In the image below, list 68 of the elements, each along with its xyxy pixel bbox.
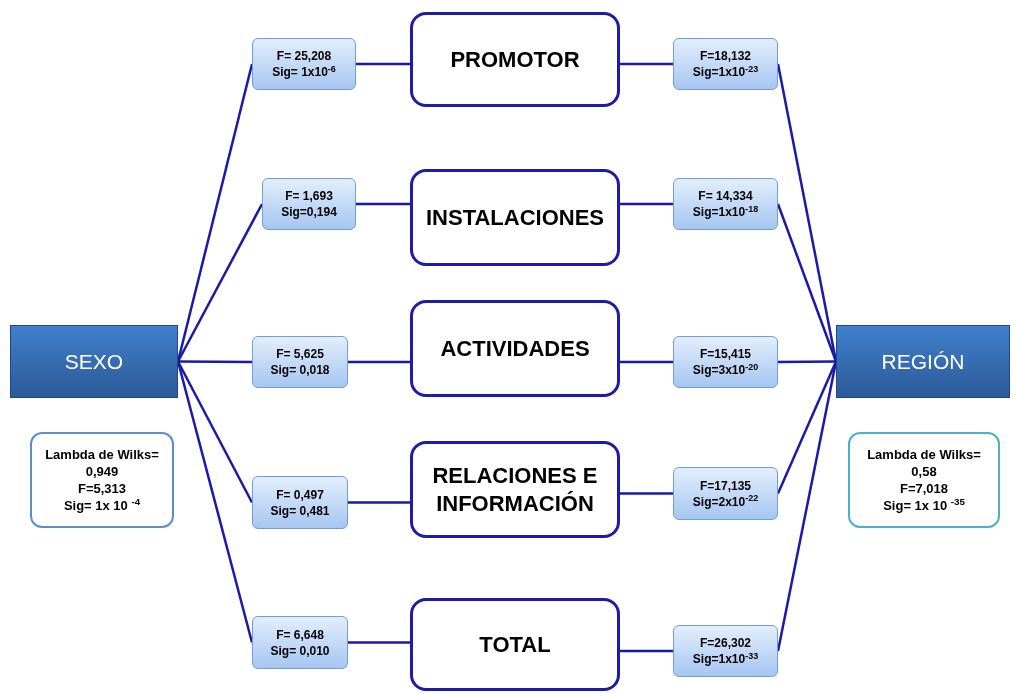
statistic-box xyxy=(252,38,356,90)
statistic-box xyxy=(673,38,778,90)
factor-box xyxy=(10,325,178,398)
connector-line xyxy=(620,649,673,653)
statistic-text: Sig= 1x 10 $^{-4}$ xyxy=(63,497,141,514)
statistic-text: F= 0,497 xyxy=(276,486,324,503)
variable-label: SEXO xyxy=(64,348,124,375)
connector-line xyxy=(348,360,410,364)
variable-box xyxy=(410,169,620,266)
wilks-lambda-box xyxy=(848,432,1000,528)
statistic-box xyxy=(252,336,348,388)
statistic-box xyxy=(252,616,348,669)
statistic-text: F=15,415 xyxy=(699,346,751,362)
connector-line xyxy=(176,203,264,363)
variable-label: RELACIONES E INFORMACIÓN xyxy=(431,461,599,518)
statistic-text: F=26,302 xyxy=(699,635,751,651)
connector-line xyxy=(356,202,410,206)
wilks-lambda-box xyxy=(30,432,174,528)
statistic-text: Lambda de Wilks= 0,949 xyxy=(44,446,160,480)
connector-line xyxy=(776,203,838,362)
connector-line xyxy=(178,360,252,364)
connector-line xyxy=(776,361,838,652)
statistic-box xyxy=(673,467,778,520)
statistic-text: Sig= 0,010 xyxy=(270,642,330,659)
statistic-text: F= 14,334 xyxy=(698,188,753,204)
variable-box xyxy=(410,441,620,538)
variable-label: PROMOTOR xyxy=(450,45,580,74)
connector-line xyxy=(776,361,838,494)
variable-box xyxy=(410,300,620,397)
connector-line xyxy=(620,62,673,66)
statistic-text: Sig= 1x10$^{-6}$ xyxy=(272,64,336,80)
statistic-text: F=7,018 xyxy=(899,480,949,497)
statistic-text: F= 5,625 xyxy=(276,346,324,362)
connector-line xyxy=(620,360,673,364)
connector-line xyxy=(348,641,410,644)
statistic-box xyxy=(252,476,348,529)
statistic-text: Sig=1x10$^{-33}$ xyxy=(692,651,759,667)
connector-line xyxy=(348,501,410,504)
variable-label: TOTAL xyxy=(479,630,551,659)
statistic-box xyxy=(673,625,778,677)
statistic-box xyxy=(673,336,778,388)
statistic-text: F=17,135 xyxy=(699,477,751,494)
variable-label: REGIÓN xyxy=(881,348,965,375)
variable-box xyxy=(410,12,620,107)
statistic-text: Sig=0,194 xyxy=(281,204,337,220)
connector-line xyxy=(356,62,410,66)
statistic-text: F= 6,648 xyxy=(276,626,324,643)
statistic-text: F= 1,693 xyxy=(285,188,333,204)
statistic-text: Sig=1x10$^{-23}$ xyxy=(692,64,759,80)
factor-box xyxy=(836,325,1010,398)
statistic-text: Sig= 0,018 xyxy=(270,362,330,378)
statistic-text: Lambda de Wilks= 0,58 xyxy=(866,446,982,480)
statistic-box xyxy=(262,178,356,230)
variable-label: ACTIVIDADES xyxy=(440,334,590,363)
statistic-text: F= 25,208 xyxy=(276,48,332,64)
connector-line xyxy=(778,360,836,364)
statistic-text: F=5,313 xyxy=(77,480,127,497)
statistic-text: Sig=1x10$^{-18}$ xyxy=(692,204,759,220)
statistic-box xyxy=(673,178,778,230)
variable-label: INSTALACIONES xyxy=(425,203,604,232)
statistic-text: Sig=3x10$^{-20}$ xyxy=(692,362,759,378)
statistic-text: F=18,132 xyxy=(699,48,751,64)
statistic-text: Sig= 1x 10 $^{-35}$ xyxy=(883,497,965,514)
statistic-text: Sig=2x10$^{-22}$ xyxy=(692,493,759,510)
statistic-text: Sig= 0,481 xyxy=(270,502,330,519)
variable-box xyxy=(410,598,620,691)
connector-line xyxy=(620,492,673,495)
connector-line xyxy=(620,202,673,206)
